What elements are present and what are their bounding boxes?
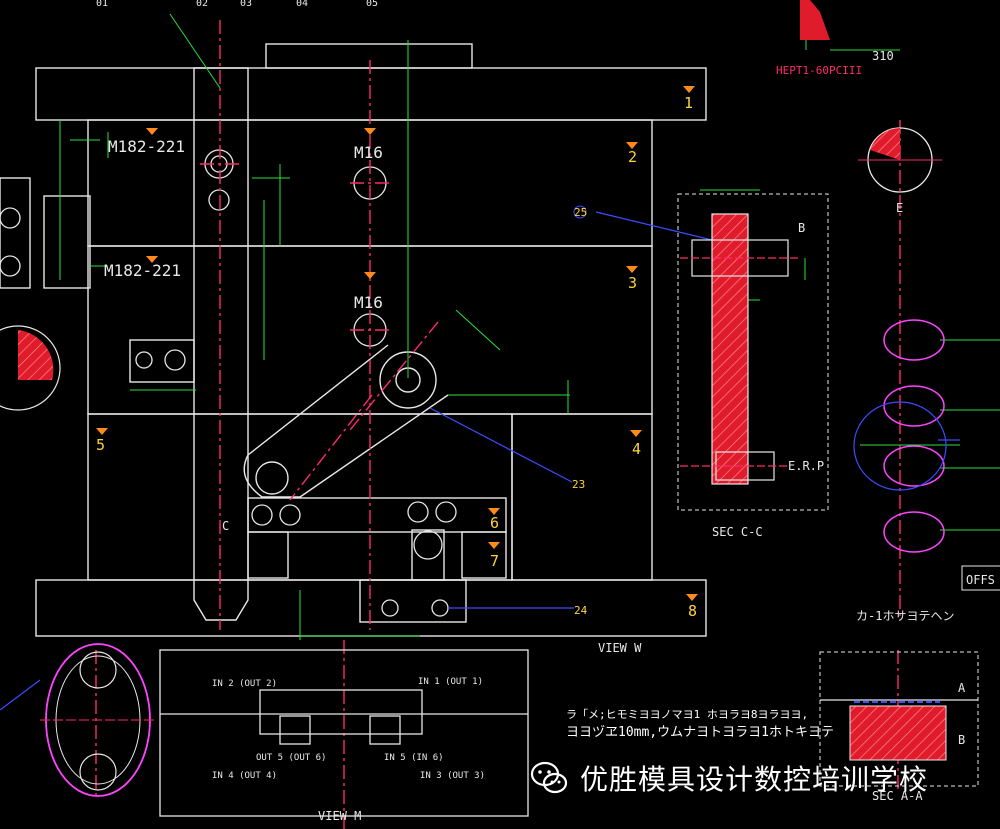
part-number-1: 1 xyxy=(684,94,693,112)
port-label-in2: IN 2 (OUT 2) xyxy=(212,679,277,689)
note-line-2: ヨヨヅヱ10mm,ウムナヨトヨラヨ1ホトキヨテ xyxy=(566,725,834,740)
part-number-8: 8 xyxy=(688,602,697,620)
callout-circle xyxy=(573,205,587,219)
dimension-lines xyxy=(59,13,1000,640)
angle-c-label: C xyxy=(222,519,229,533)
section-a-a xyxy=(819,651,979,787)
sec-a-a-label-b: B xyxy=(958,733,965,747)
bottom-clamp-plate xyxy=(35,579,707,637)
top-code-1: 01 xyxy=(96,0,108,9)
callout-24: 24 xyxy=(574,604,588,617)
view-w-label: VIEW W xyxy=(598,641,642,655)
port-label-in4: IN 4 (OUT 4) xyxy=(212,771,277,781)
thread-label-m16-bottom: M16 xyxy=(354,293,383,312)
watermark: 优胜模具设计数控培训学校 xyxy=(528,756,928,800)
port-label-in1: IN 1 (OUT 1) xyxy=(418,677,483,687)
part-code-top: M182-221 xyxy=(108,137,185,156)
top-clamp-plate xyxy=(35,67,707,121)
thread-label-m16-top: M16 xyxy=(354,143,383,162)
sec-a-a-title: SEC A-A xyxy=(872,789,923,803)
part-number-3: 3 xyxy=(628,274,637,292)
watermark-text: 优胜模具设计数控培训学校 xyxy=(580,763,929,796)
bottom-ellipse-detail xyxy=(40,643,156,797)
left-detail-circle xyxy=(0,325,61,411)
port-label-in5: IN 5 (IN 6) xyxy=(384,753,444,763)
marker-triangles xyxy=(96,86,698,601)
top-code-5: 05 xyxy=(366,0,378,9)
sec-c-c-label-b: B xyxy=(798,221,805,235)
port-label-out5: OUT 5 (OUT 6) xyxy=(256,753,326,763)
wechat-icon xyxy=(530,761,568,794)
slanted-arm xyxy=(243,344,449,498)
hepti-label: HEPT1-60PCIII xyxy=(776,64,862,77)
part-number-7: 7 xyxy=(490,552,499,570)
mold-assembly xyxy=(0,43,707,637)
right-ellipses xyxy=(853,319,947,553)
top-code-2: 02 xyxy=(196,0,208,9)
part-number-5: 5 xyxy=(96,436,105,454)
offset-tag-frame xyxy=(961,565,1000,591)
view-m-label: VIEW M xyxy=(318,809,361,823)
leader-pin xyxy=(193,67,249,621)
port-label-in3: IN 3 (OUT 3) xyxy=(420,771,485,781)
sec-a-a-label-a: A xyxy=(958,681,966,695)
ejector-plate xyxy=(247,497,507,533)
detail-e xyxy=(800,0,942,193)
part-number-4: 4 xyxy=(632,440,641,458)
detail-e-label: E xyxy=(896,201,903,215)
note-line-1: ラ「メ;ヒモミヨヨノマヨ1 ホヨラヨ8ヨラヨヨ, xyxy=(566,708,808,721)
katakana-label: カ-1ホサヨテヘン xyxy=(856,609,954,623)
callout-leaders xyxy=(0,211,960,711)
callout-23: 23 xyxy=(572,478,585,491)
section-c-c xyxy=(677,193,829,511)
top-code-4: 04 xyxy=(296,0,308,9)
view-m xyxy=(159,649,529,817)
part-code-bottom: M182-221 xyxy=(104,261,181,280)
sec-c-c-label-erp: E.R.P xyxy=(788,459,824,473)
offset-tag: OFFS xyxy=(966,573,995,587)
callout-25: 25 xyxy=(574,206,587,219)
part-number-2: 2 xyxy=(628,148,637,166)
sec-c-c-title: SEC C-C xyxy=(712,525,763,539)
part-number-6: 6 xyxy=(490,514,499,532)
dimension-310: 310 xyxy=(872,49,894,63)
top-code-3: 03 xyxy=(240,0,252,9)
